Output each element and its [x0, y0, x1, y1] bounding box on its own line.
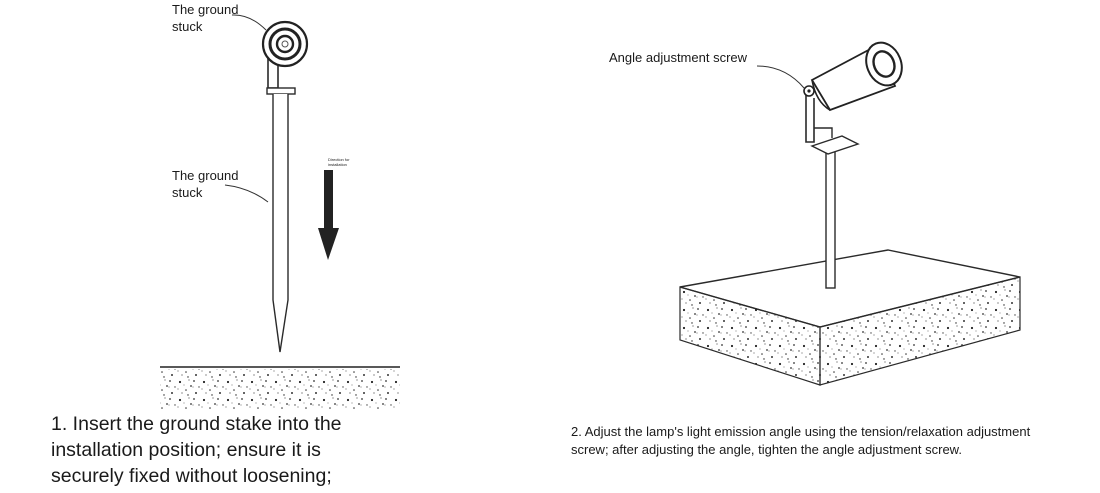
caption-step-2: 2. Adjust the lamp's light emission angl… — [571, 424, 1031, 457]
label-angle-screw: Angle adjustment screw — [609, 50, 748, 65]
left-ground-stake — [261, 20, 309, 353]
direction-arrow — [318, 170, 339, 260]
label-ground-stuck-mid: The ground stuck — [172, 168, 239, 200]
left-leader-lines — [224, 14, 269, 203]
caption-step-1: 1. Insert the ground stake into the inst… — [51, 413, 342, 487]
label-ground-stuck-top: The ground stuck — [172, 2, 239, 34]
left-ground-soil — [160, 366, 400, 409]
label-direction-note: Direction for installation — [328, 157, 350, 167]
right-installed-lamp — [679, 41, 1021, 386]
screw-leader-line — [756, 65, 805, 89]
